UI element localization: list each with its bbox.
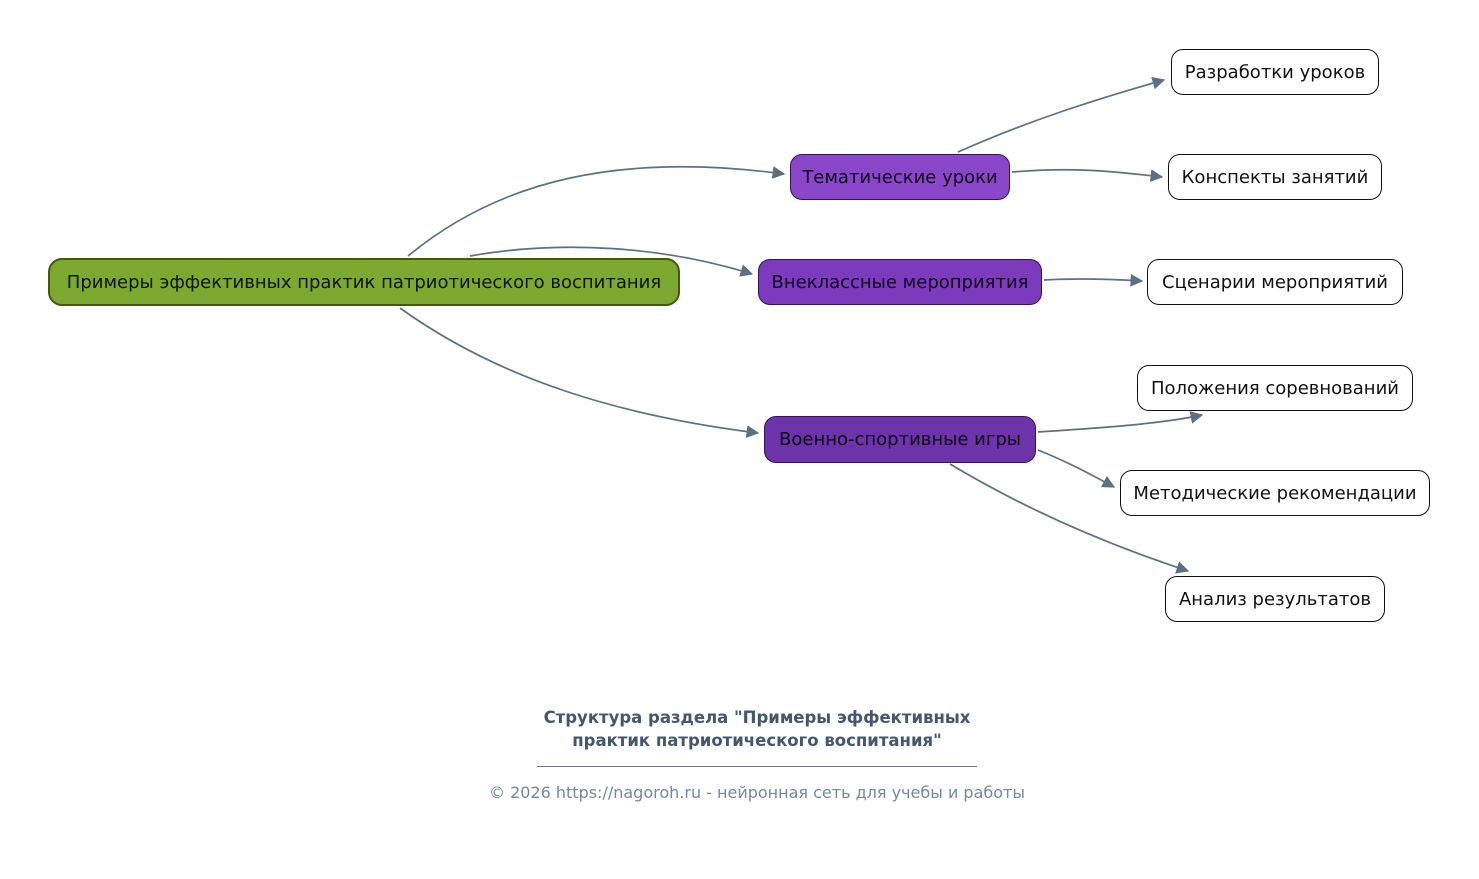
diagram-title-line1: Структура раздела "Примеры эффективных [543,708,971,727]
diagram-title-line2: практик патриотического воспитания" [572,731,942,750]
leaf-results-analysis: Анализ результатов [1165,576,1385,622]
edge-military-to-competition-regulations [1037,411,1204,433]
edge-extracurricular-to-event-scenarios [1043,273,1144,287]
root-node: Примеры эффективных практик патриотическ… [48,258,680,306]
edge-thematic-to-lesson-developments [957,76,1166,153]
branch-thematic-lessons: Тематические уроки [790,154,1010,200]
leaf-event-scenarios: Сценарии мероприятий [1147,259,1403,305]
leaf-lesson-notes: Конспекты занятий [1168,154,1382,200]
edge-military-to-methodological-recommendations [1037,449,1116,488]
edge-root-to-thematic-lessons [407,165,786,257]
copyright-text: © 2026 https://nagoroh.ru - нейронная се… [488,783,1025,802]
branch-extracurricular-events: Внеклассные мероприятия [758,259,1042,305]
footer: Структура раздела "Примеры эффективных п… [377,706,1137,802]
leaf-methodological-recommendations: Методические рекомендации [1120,470,1430,516]
footer-divider [537,766,977,767]
edge-root-to-military-sports-games [399,307,760,438]
leaf-lesson-developments: Разработки уроков [1171,49,1379,95]
branch-military-sports-games: Военно-спортивные игры [764,416,1036,463]
leaf-competition-regulations: Положения соревнований [1137,365,1413,411]
edge-thematic-to-lesson-notes [1011,168,1164,182]
diagram-title: Структура раздела "Примеры эффективных п… [377,706,1137,752]
